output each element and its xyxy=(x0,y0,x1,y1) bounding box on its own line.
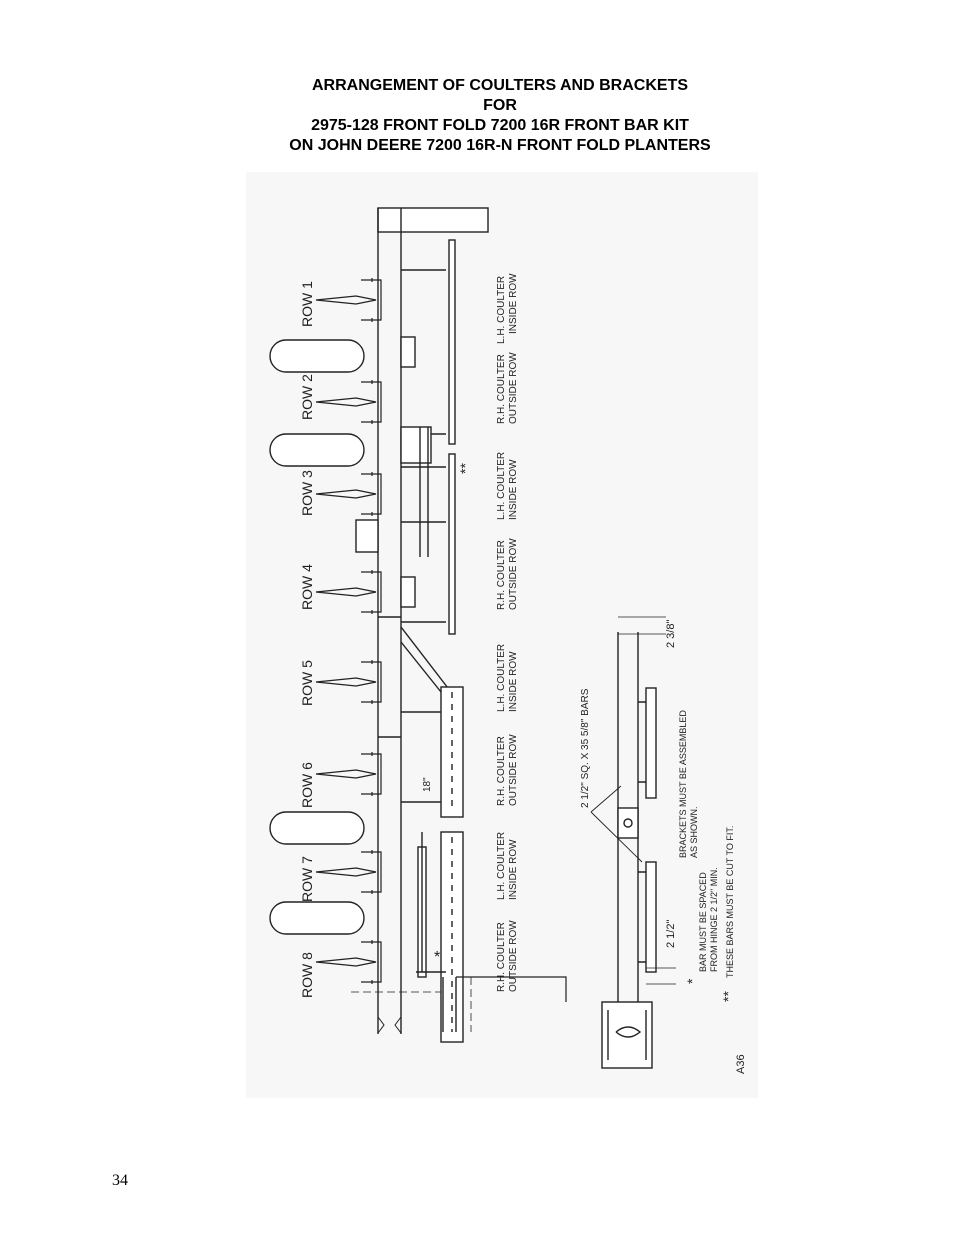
title-line-2: FOR xyxy=(483,97,517,114)
title-line-4: ON JOHN DEERE 7200 16R-N FRONT FOLD PLAN… xyxy=(289,137,711,154)
note-double-star-mark: ** xyxy=(720,991,736,1002)
row-label: ROW 4 xyxy=(299,564,315,610)
bracket-detail xyxy=(590,616,676,1069)
tires xyxy=(269,339,365,935)
row-label: ROW 1 xyxy=(299,281,315,327)
note-star-line: BAR MUST BE SPACED xyxy=(698,872,708,972)
coulter-label-line: R.H. COULTER xyxy=(496,354,507,424)
drawing-code: A36 xyxy=(735,1054,747,1074)
page-title: ARRANGEMENT OF COULTERS AND BRACKETS FOR… xyxy=(0,76,954,156)
coulter-label-line: OUTSIDE ROW xyxy=(508,734,519,806)
coulter-label-line: INSIDE ROW xyxy=(508,273,519,334)
front-bar-lower xyxy=(351,626,567,1043)
row-label: ROW 8 xyxy=(299,952,315,998)
coulter-label-line: OUTSIDE ROW xyxy=(508,538,519,610)
coulter-label-line: L.H. COULTER xyxy=(496,452,507,520)
coulter-label-line: INSIDE ROW xyxy=(508,459,519,520)
coulter-label-line: R.H. COULTER xyxy=(496,540,507,610)
coulter-label-line: R.H. COULTER xyxy=(496,736,507,806)
coulter-arrangement-diagram: ROW 1 ROW 2 ROW 3 ROW 4 ROW 5 ROW 6 ROW … xyxy=(246,172,758,1098)
single-star-mark: * xyxy=(434,949,440,966)
coulter-label-line: INSIDE ROW xyxy=(508,839,519,900)
dimension-2-1-2: 2 1/2" xyxy=(665,920,677,948)
coulter-labels: L.H. COULTER INSIDE ROW R.H. COULTER OUT… xyxy=(496,273,519,992)
row-label: ROW 2 xyxy=(299,374,315,420)
note-star-mark: * xyxy=(684,978,700,984)
brackets-note-line: BRACKETS MUST BE ASSEMBLED xyxy=(678,710,688,858)
row-label: ROW 7 xyxy=(299,856,315,902)
row-label: ROW 6 xyxy=(299,762,315,808)
note-star-line: FROM HINGE 2 1/2" MIN. xyxy=(709,867,719,972)
coulter-label-line: OUTSIDE ROW xyxy=(508,352,519,424)
note-double-star: THESE BARS MUST BE CUT TO FIT. xyxy=(725,826,735,978)
coulter-label-line: L.H. COULTER xyxy=(496,644,507,712)
bars-note: 2 1/2" SQ. X 35 5/8" BARS xyxy=(580,688,591,808)
front-bar-upper xyxy=(355,239,456,635)
row-label: ROW 3 xyxy=(299,470,315,516)
coulter-label-line: L.H. COULTER xyxy=(496,832,507,900)
page-number: 34 xyxy=(112,1172,128,1189)
brackets-note-line: AS SHOWN. xyxy=(689,806,699,858)
row-label: ROW 5 xyxy=(299,660,315,706)
coulter-label-line: OUTSIDE ROW xyxy=(508,920,519,992)
coulter-label-line: R.H. COULTER xyxy=(496,922,507,992)
double-star-mark: ** xyxy=(457,463,473,474)
title-line-1: ARRANGEMENT OF COULTERS AND BRACKETS xyxy=(312,77,688,94)
coulter-label-line: L.H. COULTER xyxy=(496,276,507,344)
row-labels: ROW 1 ROW 2 ROW 3 ROW 4 ROW 5 ROW 6 ROW … xyxy=(299,281,315,998)
dimension-18: 18" xyxy=(422,777,433,792)
title-line-3: 2975-128 FRONT FOLD 7200 16R FRONT BAR K… xyxy=(311,117,689,134)
dimension-2-3-8: 2 3/8" xyxy=(665,620,677,648)
row-coulters xyxy=(315,278,382,984)
annotations: ** * 18" 2 3/8" 2 1/2" 2 1/2" SQ. X 35 5… xyxy=(422,463,747,1074)
coulter-label-line: INSIDE ROW xyxy=(508,651,519,712)
